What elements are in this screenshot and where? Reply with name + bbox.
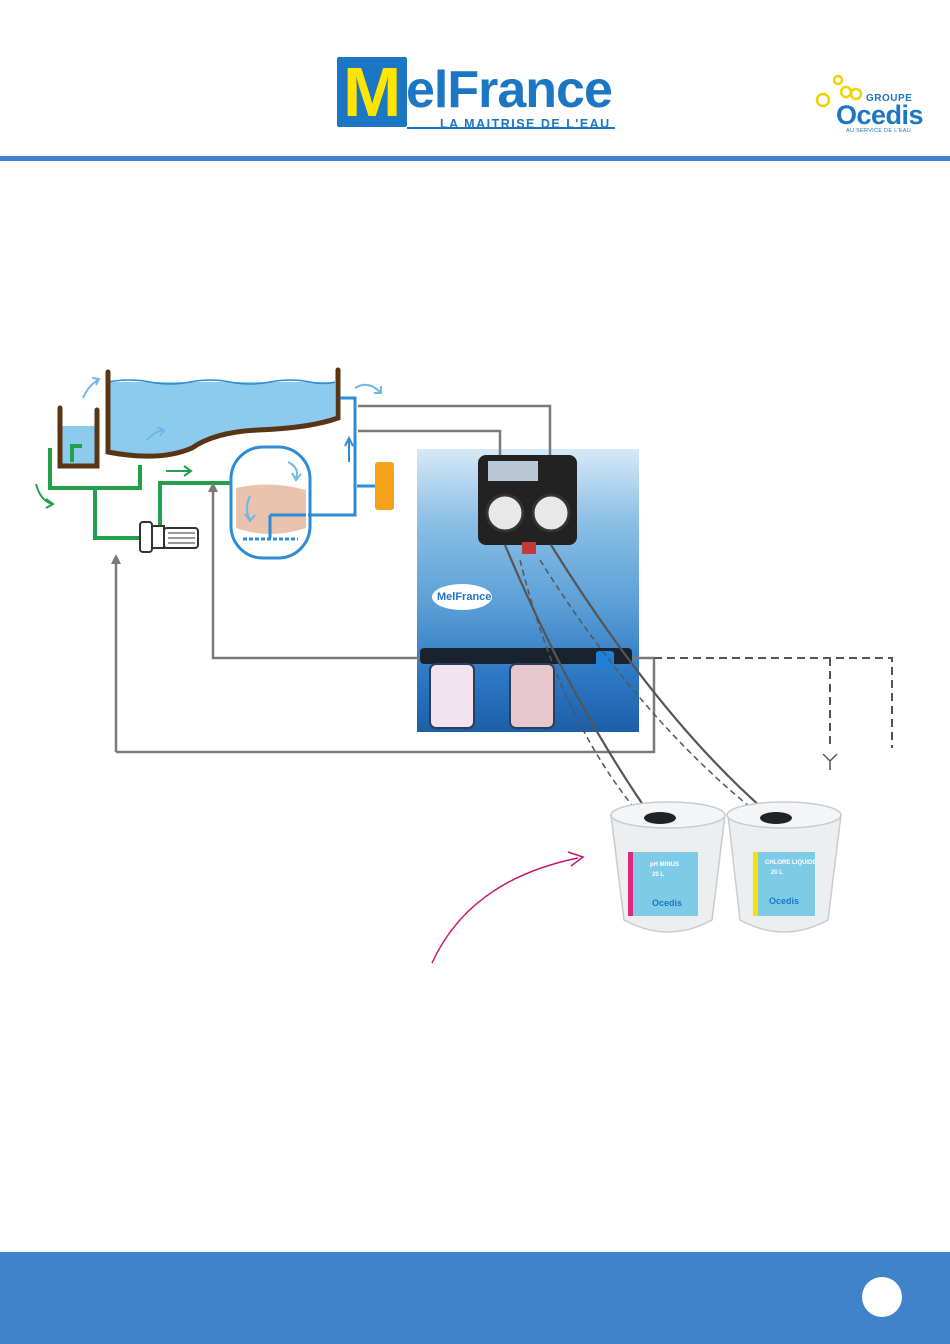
container-ph-minus-volume: 20 L [652, 872, 664, 878]
heat-exchanger [375, 462, 394, 510]
container-chlore-volume: 20 L [771, 870, 783, 876]
footer-band [0, 1252, 950, 1344]
panel-brand-text: MelFrance [437, 591, 491, 603]
container-ph-minus-label: pH MINUS [650, 862, 679, 868]
container-ph-minus-brand: Ocedis [652, 898, 682, 908]
page-number-circle [862, 1277, 902, 1317]
pool-water [108, 382, 335, 455]
sand-filter-icon [231, 447, 310, 558]
pump-icon [140, 522, 198, 552]
cartridge-filters [420, 648, 632, 728]
pointer-arrow [432, 858, 578, 963]
pump-outlet-pipe [160, 483, 230, 528]
container-chlore-brand: Ocedis [769, 896, 799, 906]
dosing-pumps [478, 455, 577, 554]
container-chlore-label: CHLORE LIQUIDE [765, 860, 816, 866]
container-chlore-liquide [727, 802, 841, 932]
